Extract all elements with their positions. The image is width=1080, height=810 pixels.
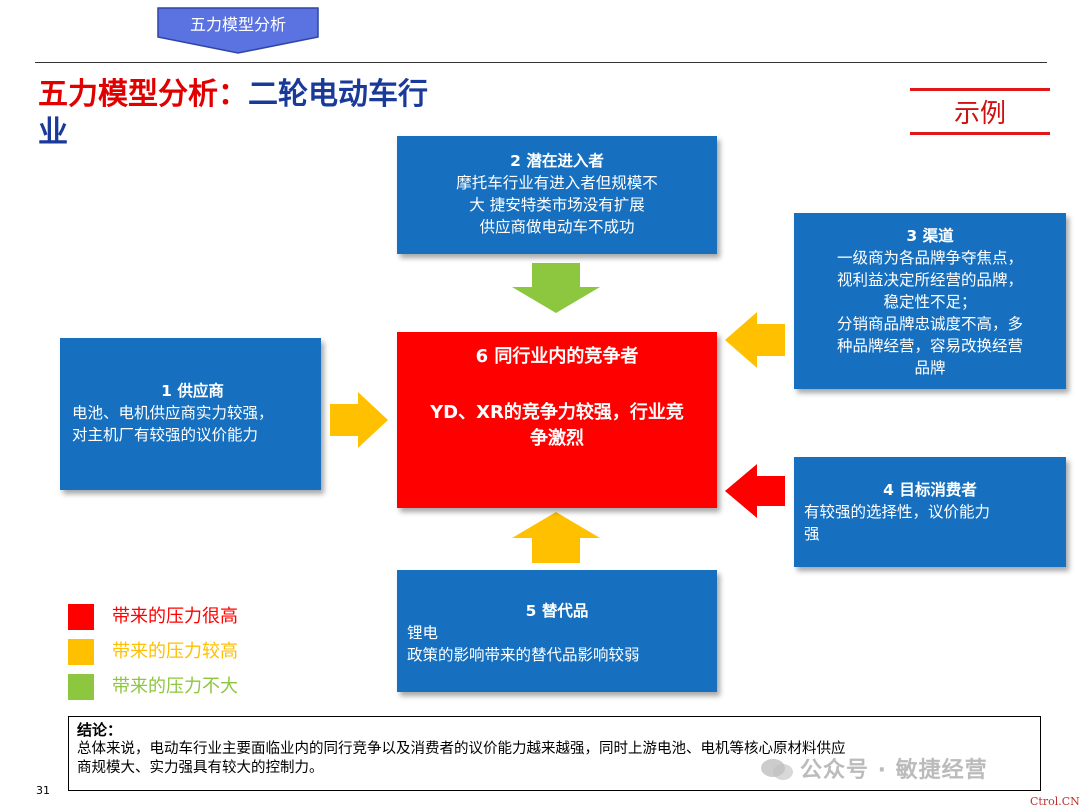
- arrow-supplier: [330, 392, 388, 448]
- entrant-heading: 2 潜在进入者: [510, 152, 604, 170]
- substitute-line-1: 锂电: [407, 624, 439, 642]
- conclusion-heading: 结论：: [77, 721, 123, 739]
- entrant-line-2: 大 捷安特类市场没有扩展: [469, 196, 645, 214]
- wechat-icon: [761, 759, 793, 780]
- channel-line-4: 分销商品牌忠诚度不高，多: [836, 315, 1023, 333]
- force-box-substitute: 5 替代品 锂电 政策的影响带来的替代品影响较弱: [397, 570, 717, 692]
- competitor-heading: 6 同行业内的竞争者: [475, 346, 639, 367]
- page-title: 五力模型分析：二轮电动车行 业: [38, 76, 488, 152]
- example-bottom-line: [910, 132, 1050, 135]
- substitute-heading: 5 替代品: [525, 602, 589, 620]
- watermark-text: 公众号 · 敏捷经营: [800, 758, 988, 783]
- conclusion-line-2: 商规模大、实力强具有较大的控制力。: [77, 760, 324, 776]
- force-box-supplier: 1 供应商 电池、电机供应商实力较强， 对主机厂有较强的议价能力: [60, 338, 321, 490]
- channel-line-1: 一级商为各品牌争夺焦点，: [836, 249, 1023, 267]
- substitute-line-2: 政策的影响带来的替代品影响较弱: [407, 646, 640, 664]
- channel-heading: 3 渠道: [906, 227, 954, 245]
- channel-line-6: 品牌: [914, 359, 946, 377]
- force-box-competitor: 6 同行业内的竞争者 YD、XR的竞争力较强，行业竞 争激烈: [397, 332, 717, 508]
- page-number: 31: [36, 784, 50, 797]
- competitor-line-1: YD、XR的竞争力较强，行业竞: [430, 402, 684, 423]
- channel-line-3: 稳定性不足；: [883, 293, 977, 311]
- entrant-line-1: 摩托车行业有进入者但规模不: [456, 174, 658, 192]
- tab-shape: [157, 7, 319, 54]
- consumer-line-2: 强: [804, 525, 820, 543]
- arrow-channel: [725, 312, 785, 368]
- channel-line-5: 种品牌经营，容易改换经营: [836, 337, 1023, 355]
- force-box-entrant: 2 潜在进入者 摩托车行业有进入者但规模不 大 捷安特类市场没有扩展 供应商做电…: [397, 136, 717, 254]
- example-label: 示例: [953, 99, 1006, 129]
- section-tab: 五力模型分析: [157, 7, 319, 55]
- entrant-line-3: 供应商做电动车不成功: [479, 218, 635, 236]
- header-divider: [35, 62, 1047, 63]
- channel-line-2: 视利益决定所经营的品牌，: [836, 271, 1023, 289]
- title-part3: 业: [38, 115, 68, 150]
- legend-swatch-medium: [68, 639, 94, 665]
- force-box-consumer: 4 目标消费者 有较强的选择性，议价能力 强: [794, 457, 1066, 567]
- conclusion-line-1: 总体来说，电动车行业主要面临业内的同行竞争以及消费者的议价能力越来越强，同时上游…: [77, 741, 846, 757]
- consumer-heading: 4 目标消费者: [883, 481, 977, 499]
- arrow-substitute: [512, 512, 600, 563]
- watermark-site: Ctrol.CN: [1030, 795, 1080, 808]
- legend-swatch-high: [68, 604, 94, 630]
- force-box-channel: 3 渠道 一级商为各品牌争夺焦点， 视利益决定所经营的品牌， 稳定性不足； 分销…: [794, 213, 1066, 389]
- arrow-entrant: [512, 263, 600, 313]
- legend-label-medium: 带来的压力较高: [112, 641, 238, 662]
- example-top-line: [910, 88, 1050, 91]
- conclusion-box: 结论： 总体来说，电动车行业主要面临业内的同行竞争以及消费者的议价能力越来越强，…: [68, 716, 1041, 791]
- supplier-line-2: 对主机厂有较强的议价能力: [72, 426, 259, 444]
- supplier-heading: 1 供应商: [161, 382, 224, 400]
- legend-label-high: 带来的压力很高: [112, 606, 238, 627]
- legend-label-low: 带来的压力不大: [112, 676, 238, 697]
- competitor-line-2: 争激烈: [530, 428, 584, 449]
- legend-swatch-low: [68, 674, 94, 700]
- section-tab-label: 五力模型分析: [189, 15, 286, 34]
- title-part2: 二轮电动车行: [248, 77, 428, 112]
- title-part1: 五力模型分析：: [38, 77, 248, 112]
- arrow-consumer: [725, 464, 785, 518]
- supplier-line-1: 电池、电机供应商实力较强，: [72, 404, 274, 422]
- consumer-line-1: 有较强的选择性，议价能力: [804, 503, 991, 521]
